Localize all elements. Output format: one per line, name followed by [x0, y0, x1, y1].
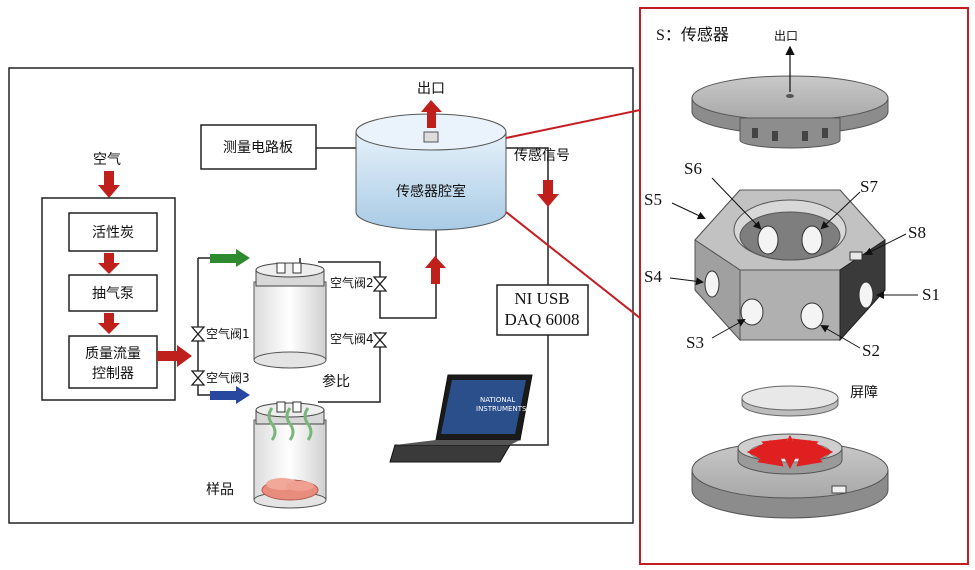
pump-label: 抽气泵 — [92, 286, 134, 302]
valve-2 — [372, 276, 388, 292]
sensor-label-s7: S7 — [860, 177, 878, 196]
s8-arrow — [864, 233, 907, 255]
base-flow-arrows — [746, 434, 834, 470]
mfc-box — [68, 335, 158, 389]
s3-arrow — [711, 319, 746, 339]
circuit-board-label: 测量电路板 — [223, 140, 293, 156]
valve-2-label: 空气阀2 — [330, 275, 374, 290]
system-frame — [8, 67, 634, 524]
mfc-label-line2: 控制器 — [92, 366, 134, 382]
laptop-brand-2: INSTRUMENTS — [476, 405, 527, 413]
sensor-chamber — [355, 113, 507, 231]
blue-flow-arrow — [210, 386, 250, 404]
chamber-outlet-arrow — [421, 100, 442, 128]
carbon-to-pump-arrow — [98, 253, 120, 274]
air-label: 空气 — [93, 152, 121, 168]
s4-arrow — [669, 277, 704, 286]
laptop-brand-1: NATIONAL — [480, 396, 515, 404]
valve-4 — [372, 332, 388, 348]
sensor-label-s3: S3 — [686, 333, 704, 352]
s7-arrow — [820, 191, 861, 230]
sensor-label-s4: S4 — [644, 267, 662, 286]
mfc-out-arrow — [157, 345, 192, 367]
chamber-label: 传感器腔室 — [396, 183, 466, 200]
sensor-octagon-block — [694, 189, 886, 342]
signal-label: 传感信号 — [514, 147, 570, 164]
reference-jar — [253, 262, 327, 369]
callout-line-bottom — [505, 211, 641, 319]
sample-label: 样品 — [206, 482, 234, 498]
shield-label: 屏障 — [850, 385, 878, 401]
activated-carbon-box — [68, 212, 158, 252]
sensor-label-s6: S6 — [684, 159, 702, 178]
pump-box — [68, 274, 158, 312]
mfc-label-line1: 质量流量 — [85, 346, 141, 362]
air-arrow — [98, 171, 120, 198]
shield-disc — [741, 385, 839, 417]
activated-carbon-label: 活性炭 — [92, 225, 134, 241]
valve-4-label: 空气阀4 — [330, 331, 374, 346]
daq-label-line2: DAQ 6008 — [504, 310, 579, 329]
circuit-board-box — [200, 124, 317, 170]
sensor-label-s2: S2 — [862, 341, 880, 360]
s6-arrow — [711, 177, 762, 230]
outlet-label: 出口 — [417, 81, 445, 97]
lid-outlet-label: 出口 — [774, 29, 798, 43]
daq-label-line1: NI USB — [514, 289, 569, 308]
valve-3 — [190, 370, 206, 386]
valve-3-label: 空气阀3 — [206, 370, 250, 385]
sensor-label-s1: S1 — [922, 285, 940, 304]
callout-line-top — [505, 109, 641, 139]
sample-jar — [253, 401, 327, 509]
valve-1-label: 空气阀1 — [206, 326, 250, 341]
pump-to-mfc-arrow — [98, 313, 120, 334]
valve-1 — [190, 326, 206, 342]
reference-label: 参比 — [322, 373, 350, 390]
green-flow-arrow — [210, 249, 250, 267]
signal-arrow — [537, 180, 559, 207]
sensor-label-s8: S8 — [908, 223, 926, 242]
s5-arrow — [671, 202, 706, 220]
s2-arrow — [820, 324, 861, 349]
daq-box — [496, 284, 589, 336]
inlet-arrow — [425, 256, 446, 284]
laptop — [389, 374, 533, 463]
sensor-label-s5: S5 — [644, 190, 662, 209]
sensor-lid — [691, 75, 889, 149]
sensor-panel-title: S：传感器 — [656, 26, 729, 44]
